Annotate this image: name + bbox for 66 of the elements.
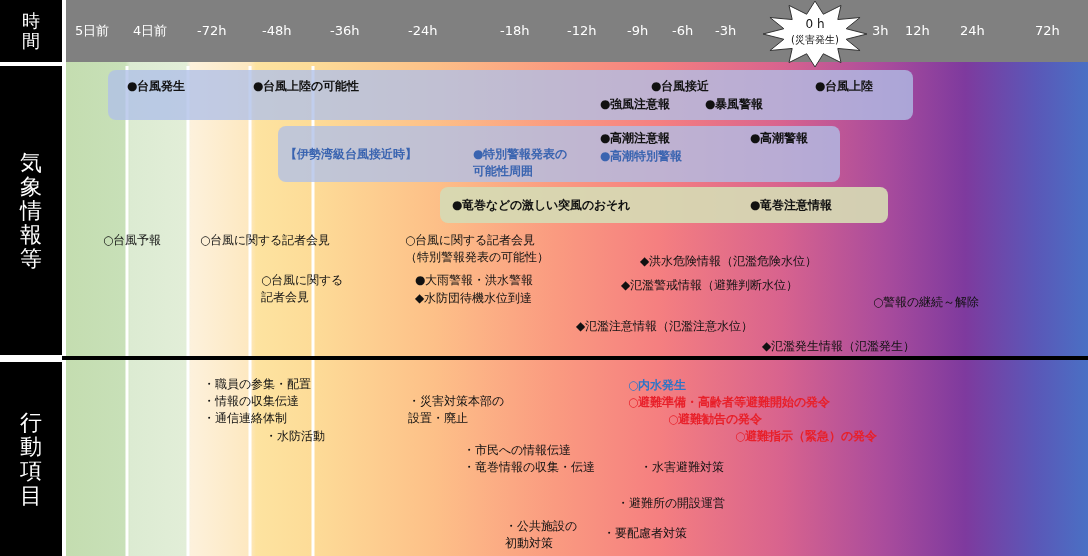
weather-event-text: ●強風注意報 [600, 96, 671, 113]
time-zero-label: 0 h [805, 17, 825, 31]
action-item-text: ・職員の参集・配置 [203, 376, 311, 393]
tick-label: -36h [330, 22, 360, 39]
weather-info-text: ○台風に関する記者会見 [200, 232, 331, 249]
tick-label: -6h [672, 22, 694, 39]
weather-event-text: ●高潮警報 [750, 130, 809, 147]
tick-label: -3h [715, 22, 737, 39]
tick-label: -48h [262, 22, 292, 39]
row-header-text: 時間 [22, 11, 40, 51]
tick-label: 24h [960, 22, 985, 39]
weather-info-text: ◆洪水危険情報（氾濫危険水位） [640, 253, 818, 270]
weather-event-text: ●台風接近 [651, 78, 710, 95]
row-header-cell [0, 362, 62, 556]
weather-info-text: ◆氾濫警戒情報（避難判断水位） [621, 277, 799, 294]
action-item-text: ・通信連絡体制 [203, 410, 287, 427]
action-item-text: ○避難指示（緊急）の発令 [735, 428, 878, 445]
action-item-text: ○避難勧告の発令 [668, 411, 763, 428]
forecast-band [108, 70, 913, 120]
action-item-text: ○内水発生 [628, 377, 687, 394]
action-item-text: ・水防活動 [265, 428, 325, 445]
weather-info-text: ○警報の継続～解除 [873, 294, 980, 311]
weather-info-text: ◆氾濫注意情報（氾濫注意水位） [576, 318, 754, 335]
tick-label: -12h [567, 22, 597, 39]
tick-label: 3h [872, 22, 889, 39]
forecast-band [440, 187, 888, 223]
burst-caption: (災害発生) [791, 33, 839, 47]
weather-event-text: ●高潮特別警報 [600, 148, 683, 165]
action-item-text: ・災害対策本部の設置・廃止 [408, 393, 505, 427]
tick-label: 72h [1035, 22, 1060, 39]
action-item-text: ・水害避難対策 [640, 459, 724, 476]
tick-label: -9h [627, 22, 649, 39]
weather-event-text: 【伊勢湾級台風接近時】 [285, 146, 417, 163]
tick-label: 4日前 [133, 22, 168, 39]
tick-label: -18h [500, 22, 530, 39]
forecast-band [278, 126, 840, 182]
action-item-text: ○避難準備・高齢者等避難開始の発令 [628, 394, 831, 411]
tick-label: 5日前 [75, 22, 110, 39]
action-item-text: ・竜巻情報の収集・伝達 [463, 459, 595, 476]
row-header-text: 行動項目 [20, 410, 42, 508]
weather-info-text: ○台風に関する記者会見（特別警報発表の可能性） [405, 232, 550, 266]
weather-event-text: ●高潮注意報 [600, 130, 671, 147]
row-header-cell [0, 66, 62, 355]
action-item-text: ・市民への情報伝達 [463, 442, 571, 459]
tick-label: -72h [197, 22, 227, 39]
weather-event-text: ●台風発生 [127, 78, 186, 95]
tick-label: 12h [905, 22, 930, 39]
weather-info-text: ◆水防団待機水位到達 [415, 290, 533, 307]
weather-info-text: ◆氾濫発生情報（氾濫発生） [762, 338, 916, 355]
weather-event-text: ●台風上陸 [815, 78, 874, 95]
weather-info-text: ○台風予報 [103, 232, 162, 249]
row-header-cell [0, 0, 62, 62]
weather-event-text: ●竜巻などの激しい突風のおそれ [452, 197, 631, 214]
row-header-text: 気象情報等 [20, 150, 42, 271]
action-item-text: ・要配慮者対策 [603, 525, 687, 542]
disaster-burst [762, 0, 868, 68]
weather-info-text: ●大雨警報・洪水警報 [415, 272, 534, 289]
weather-info-text: ○台風に関する記者会見 [261, 272, 345, 306]
weather-event-text: ●暴風警報 [705, 96, 764, 113]
weather-event-text: ●台風上陸の可能性 [253, 78, 360, 95]
weather-event-text: ●特別警報発表の可能性周囲 [473, 146, 569, 180]
action-item-text: ・避難所の開設運営 [617, 495, 725, 512]
action-item-text: ・公共施設の初動対策 [505, 518, 578, 552]
action-item-text: ・情報の収集伝達 [203, 393, 299, 410]
weather-event-text: ●竜巻注意情報 [750, 197, 833, 214]
tick-label: -24h [408, 22, 438, 39]
